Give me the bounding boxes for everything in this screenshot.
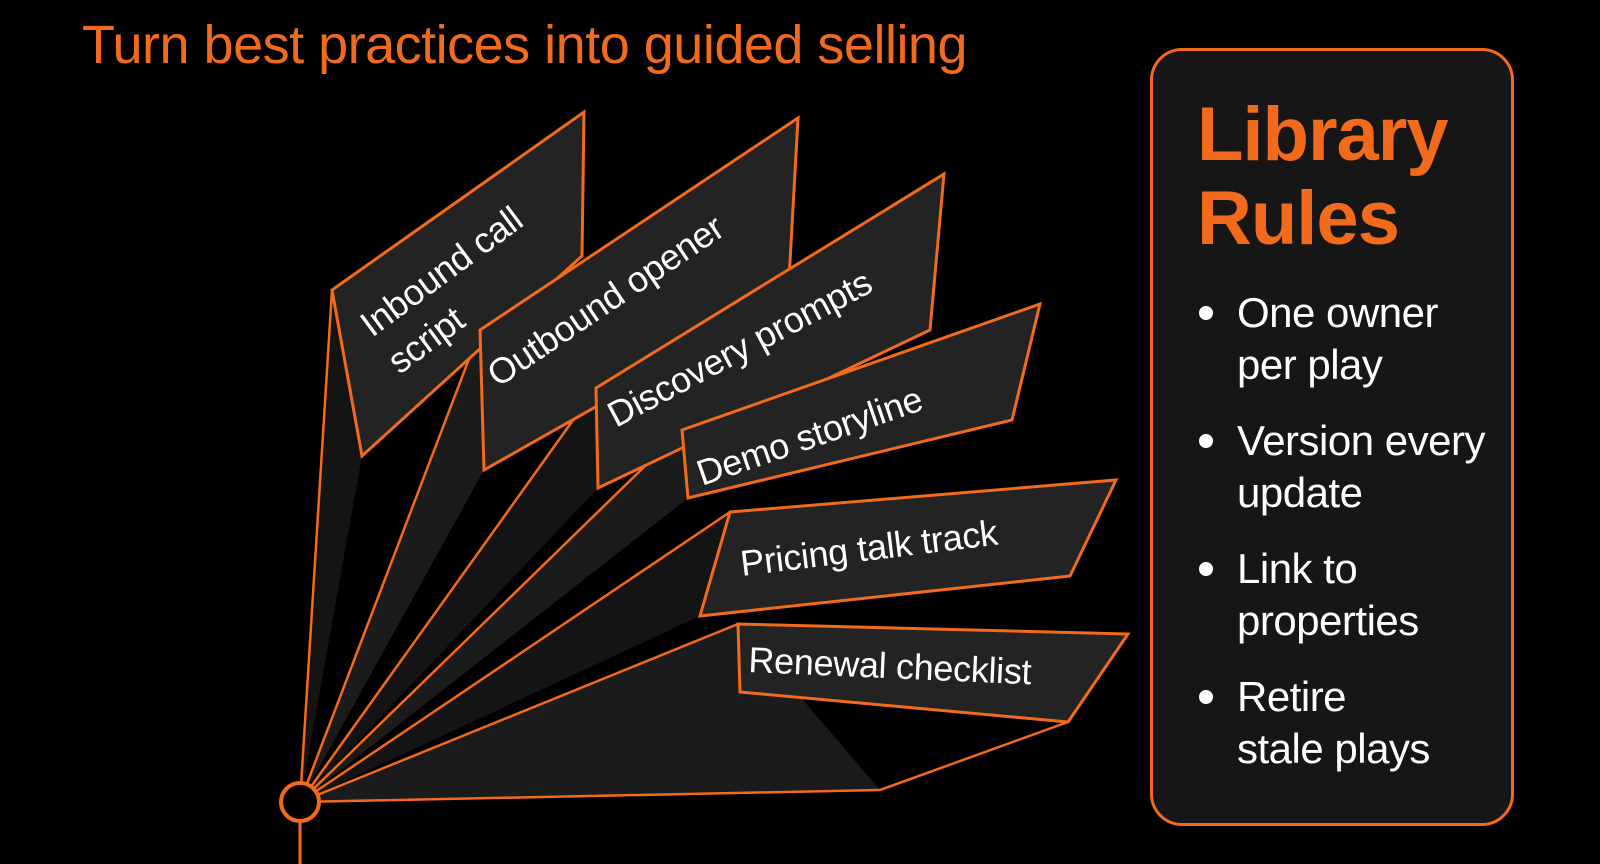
rules-title-line-2: Rules xyxy=(1197,176,1400,261)
hub-circle-icon xyxy=(279,781,321,823)
rule-text-line-2: stale plays xyxy=(1237,725,1430,772)
rule-text-line-2: properties xyxy=(1237,597,1419,644)
play-card-shape xyxy=(680,301,1043,500)
page-subtitle: Turn best practices into guided selling xyxy=(82,15,968,75)
bullet-dot-icon xyxy=(1199,434,1213,448)
play-card: Renewal checklist xyxy=(736,622,1131,724)
fan-rib xyxy=(879,720,1069,792)
bullet-dot-icon xyxy=(1199,562,1213,576)
fan-rib xyxy=(298,289,334,803)
rule-text-line-2: update xyxy=(1237,469,1363,516)
rule-item: Link to properties xyxy=(1195,543,1505,647)
rules-title-line-1: Library xyxy=(1197,92,1449,177)
fan-rib xyxy=(299,622,739,804)
fan-rib xyxy=(298,329,482,803)
play-card-shape xyxy=(330,109,586,459)
library-rules-title: Library Rules xyxy=(1197,93,1507,261)
fan-rib xyxy=(299,510,731,804)
play-card-shape xyxy=(736,622,1131,724)
rule-item: One owner per play xyxy=(1195,287,1505,391)
bullet-dot-icon xyxy=(1199,690,1213,704)
rule-text-line-2: per play xyxy=(1237,341,1383,388)
rule-item: Version every update xyxy=(1195,415,1505,519)
play-card: Pricing talk track xyxy=(697,478,1119,618)
fan-rib xyxy=(298,387,598,803)
rule-text-line-1: One owner xyxy=(1237,289,1438,336)
library-rules-list: One owner per play Version every update … xyxy=(1195,287,1505,799)
play-card-shape xyxy=(594,171,946,491)
rule-text-line-1: Link to xyxy=(1237,545,1358,592)
library-rules-panel: Library Rules One owner per play Version… xyxy=(1150,48,1514,826)
fan-rib xyxy=(299,788,881,804)
rule-text-line-1: Retire xyxy=(1237,673,1347,720)
rule-text-line-1: Version every xyxy=(1237,417,1485,464)
fan-strip xyxy=(300,624,880,802)
fan-rib xyxy=(299,429,683,803)
rule-item: Retire stale plays xyxy=(1195,671,1505,775)
fan-strip xyxy=(300,290,362,802)
play-card-shape xyxy=(697,478,1119,618)
bullet-dot-icon xyxy=(1199,306,1213,320)
